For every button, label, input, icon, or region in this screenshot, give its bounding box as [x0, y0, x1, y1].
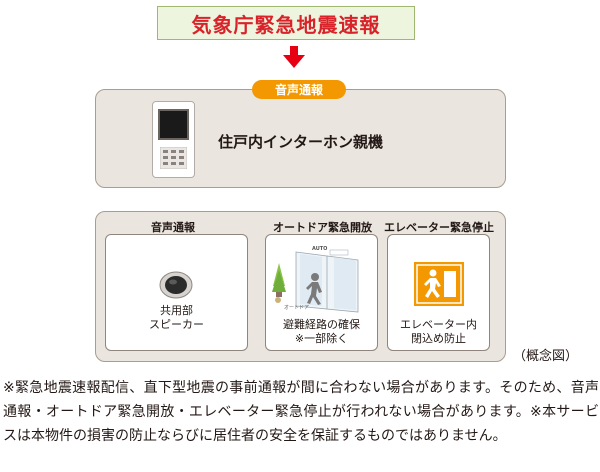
- auto-door-sign: オートドア: [284, 305, 310, 311]
- auto-door-icon: [272, 249, 359, 313]
- speaker-icon: [159, 271, 193, 299]
- intercom-label: 住戸内インターホン親機: [218, 133, 384, 151]
- column-header-elevator: エレベーター緊急停止: [384, 221, 494, 234]
- elevator-label: エレベーター内 閉込め防止: [400, 318, 477, 345]
- elevator-exit-icon: [414, 262, 464, 306]
- column-header-auto-door: オートドア緊急開放: [273, 221, 372, 234]
- column-header-voice: 音声通報: [151, 221, 195, 234]
- auto-door-label: 避難経路の確保 ※一部除く: [283, 318, 360, 345]
- auto-sign: AUTO: [312, 246, 328, 252]
- intercom-device-icon: [152, 101, 195, 178]
- voice-notification-badge: 音声通報: [252, 80, 346, 99]
- title-box: 気象庁緊急地震速報: [157, 6, 415, 40]
- concept-note: （概念図）: [513, 349, 579, 364]
- footnote: ※緊急地震速報配信、直下型地震の事前通報が間に合わない場合があります。そのため、…: [3, 380, 599, 444]
- speaker-label: 共用部 スピーカー: [149, 304, 204, 331]
- diagram-title: 気象庁緊急地震速報: [191, 12, 381, 37]
